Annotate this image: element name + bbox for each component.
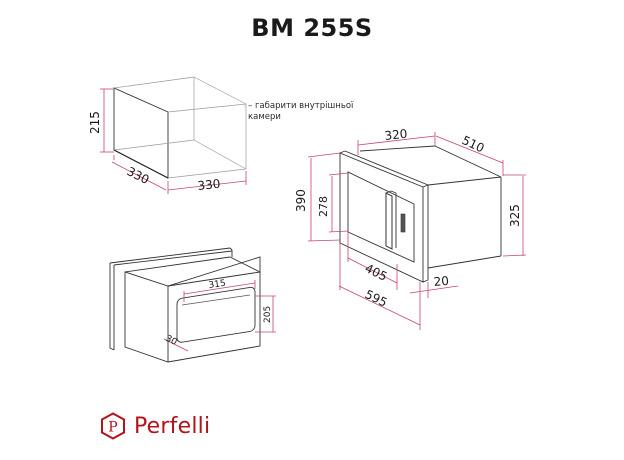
- control-display-icon: [400, 213, 406, 233]
- frame-thickness-label: 20: [433, 274, 449, 289]
- perfelli-hexagon-p-icon: P: [101, 412, 125, 440]
- side-depth-label: 510: [460, 133, 487, 155]
- body-height-label: 325: [508, 204, 522, 227]
- opening-width-label: 315: [208, 279, 226, 291]
- niche-diagram: [109, 247, 276, 363]
- front-width-label: 595: [363, 287, 390, 310]
- top-depth-label: 320: [384, 127, 408, 143]
- chamber-height-label: 215: [88, 111, 102, 134]
- model-title: BM 255S: [251, 14, 373, 42]
- inner-chamber-diagram: [100, 76, 247, 194]
- front-height-label: 390: [294, 189, 308, 212]
- brand-name: Perfelli: [134, 413, 211, 439]
- opening-height-label: 205: [263, 306, 273, 323]
- chamber-legend-note: – габарити внутрішньої камери: [248, 101, 353, 123]
- appliance-diagram: [307, 132, 527, 330]
- door-height-label: 278: [317, 196, 330, 217]
- chamber-width-label: 330: [197, 177, 221, 193]
- brand-logo: P Perfelli: [100, 412, 210, 440]
- svg-text:P: P: [108, 420, 117, 436]
- offset-label: 30: [164, 334, 179, 348]
- legend-line-2: камери: [248, 112, 281, 122]
- legend-line-1: – габарити внутрішньої: [248, 101, 354, 111]
